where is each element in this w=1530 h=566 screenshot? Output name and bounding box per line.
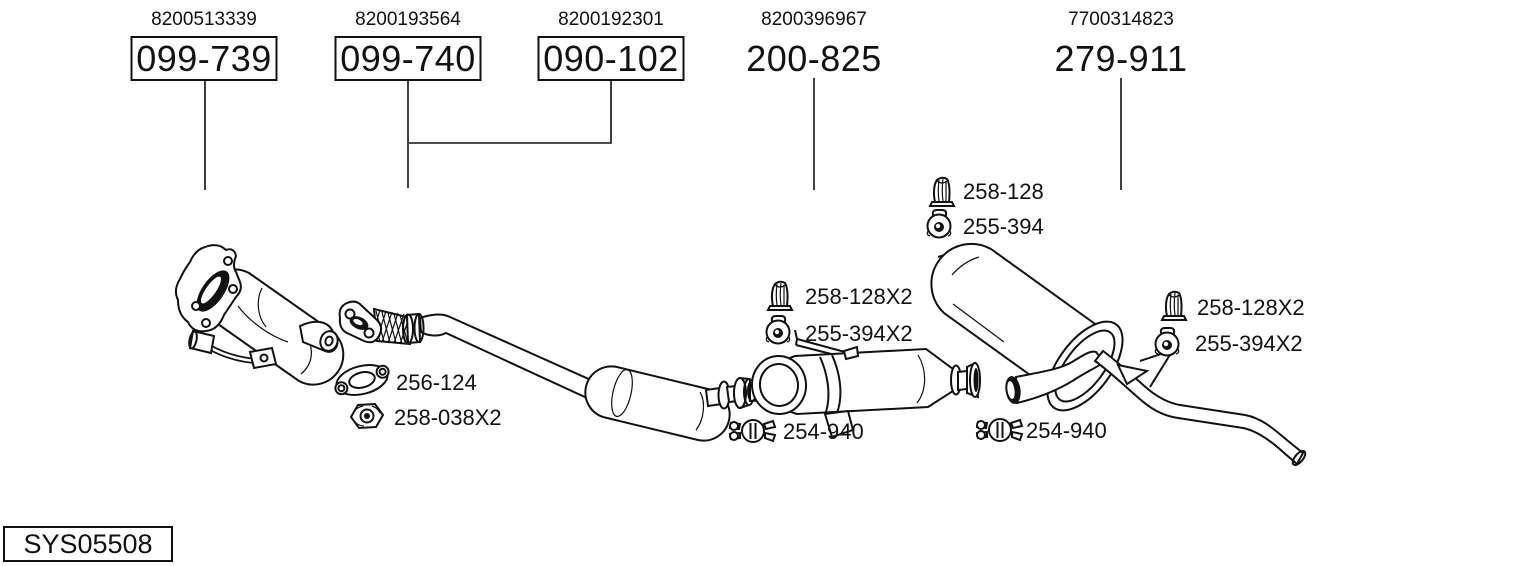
code-box	[130, 36, 278, 81]
ref-column-099-739: 8200513339 099-739	[130, 9, 278, 190]
part-label[interactable]: 258-038X2	[394, 405, 502, 430]
middle-muffler-drawing	[747, 329, 981, 439]
part-code[interactable]: 279-911	[1055, 38, 1188, 79]
oem-number: 8200193564	[355, 9, 461, 30]
part-label[interactable]: 255-394	[963, 214, 1044, 239]
front-catalyst-drawing	[174, 244, 345, 386]
part-label[interactable]: 258-128X2	[805, 284, 913, 309]
oem-number: 8200396967	[761, 9, 867, 30]
part-label[interactable]: 258-128	[963, 179, 1044, 204]
oem-number: 7700314823	[1068, 9, 1174, 30]
ref-column-090-102: 8200192301 090-102	[409, 9, 685, 144]
reference-columns: 8200513339 099-739 8200193564 099-740 82…	[130, 9, 1188, 190]
part-label[interactable]: 255-394X2	[805, 321, 913, 346]
nut-icon	[350, 403, 384, 429]
part-label[interactable]: 255-394X2	[1195, 331, 1303, 356]
part-label[interactable]: 254-940	[1026, 418, 1107, 443]
ref-column-279-911: 7700314823 279-911	[1055, 9, 1188, 190]
part-code[interactable]: 099-740	[340, 38, 476, 79]
ref-column-200-825: 8200396967 200-825	[746, 9, 882, 190]
rear-muffler-drawing	[930, 242, 1307, 467]
part-code[interactable]: 090-102	[543, 38, 679, 79]
resonator-drawing	[584, 365, 755, 442]
hanger-bracket-icon	[1161, 290, 1187, 321]
hanger-bracket-icon	[929, 176, 955, 207]
part-label[interactable]: 254-940	[783, 419, 864, 444]
clamp-icon	[729, 419, 776, 443]
flex-pipe-drawing	[338, 300, 622, 412]
part-label[interactable]: 256-124	[396, 370, 477, 395]
part-label[interactable]: 258-128X2	[1197, 295, 1305, 320]
leader-line	[409, 80, 612, 144]
rubber-mount-icon	[926, 209, 952, 239]
diagram-id-label: SYS05508	[23, 529, 152, 559]
rubber-mount-icon	[765, 315, 791, 345]
part-labels: 258-128 255-394 258-128X2 255-394X2 256-…	[330, 176, 1305, 444]
rubber-mount-icon	[1154, 327, 1180, 357]
oem-number: 8200192301	[558, 9, 664, 30]
part-code[interactable]: 099-739	[136, 38, 272, 79]
oem-number: 8200513339	[151, 9, 257, 30]
hanger-bracket-icon	[767, 280, 793, 311]
clamp-icon	[976, 418, 1023, 442]
ref-column-099-740: 8200193564 099-740	[334, 9, 482, 188]
diagram-id-box	[3, 526, 173, 562]
part-code[interactable]: 200-825	[746, 38, 882, 79]
diagram-id: SYS05508	[3, 526, 173, 562]
